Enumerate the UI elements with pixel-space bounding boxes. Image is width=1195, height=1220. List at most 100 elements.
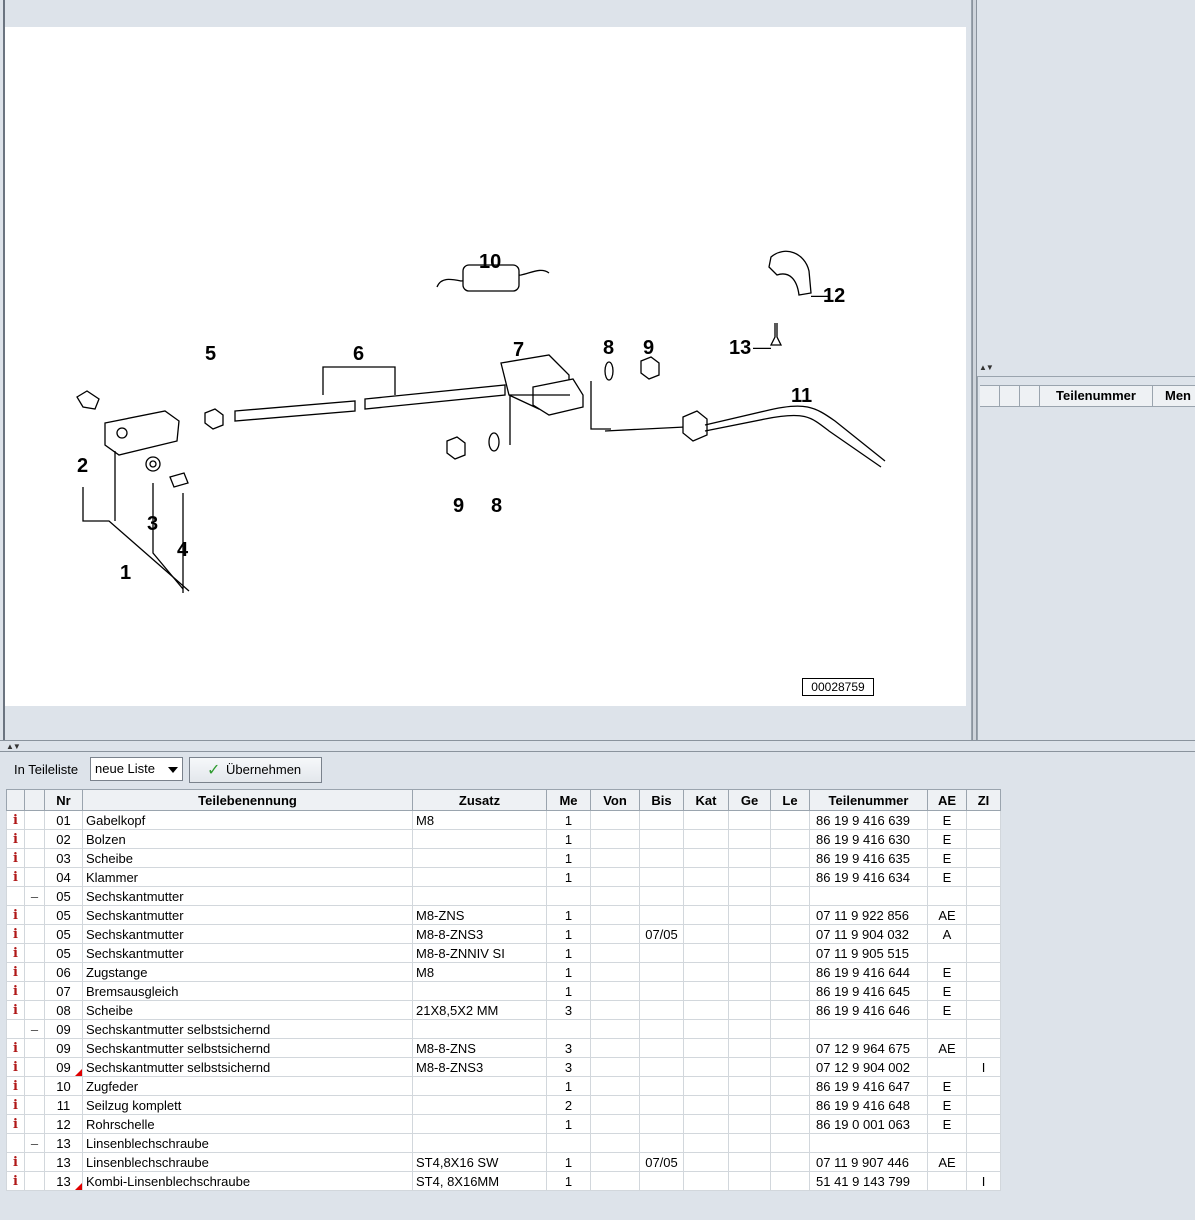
info-icon[interactable]: i [6, 810, 25, 830]
column-header-bis[interactable]: Bis [639, 789, 684, 811]
cell-bis [639, 905, 684, 925]
info-icon[interactable]: i [6, 1057, 25, 1077]
cell-nr: 02 [44, 829, 83, 849]
cell-ge [728, 1114, 771, 1134]
collapse-icon[interactable]: – [24, 886, 45, 906]
callout-10[interactable]: 10 [479, 251, 502, 273]
collapse-icon[interactable]: – [24, 1019, 45, 1039]
cell-kat [683, 1000, 729, 1020]
cell-name: Linsenblechschraube [82, 1152, 413, 1172]
cell-kat [683, 1133, 729, 1153]
column-header-zi[interactable]: ZI [966, 789, 1001, 811]
callout-9[interactable]: 9 [453, 495, 465, 517]
column-header-ge[interactable]: Ge [728, 789, 771, 811]
splitter-arrows-icon[interactable]: ▲▼ [979, 363, 994, 372]
info-icon[interactable]: i [6, 1095, 25, 1115]
expander-cell [24, 962, 45, 982]
column-header-blank-1[interactable] [24, 789, 45, 811]
column-header-teilenummer[interactable]: Teilenummer [809, 789, 928, 811]
column-header-nr[interactable]: Nr [44, 789, 83, 811]
info-icon[interactable]: i [6, 848, 25, 868]
collapse-icon[interactable]: – [24, 1133, 45, 1153]
right-splitter[interactable]: ▲▼ [977, 362, 1195, 376]
info-icon[interactable]: i [6, 905, 25, 925]
callout-9[interactable]: 9 [643, 337, 655, 359]
callout-5[interactable]: 5 [205, 343, 217, 365]
callout-8[interactable]: 8 [491, 495, 503, 517]
callout-12[interactable]: 12 [823, 285, 846, 307]
column-header-teilebenennung[interactable]: Teilebenennung [82, 789, 413, 811]
column-header-ae[interactable]: AE [927, 789, 967, 811]
shopping-col-teilenummer[interactable]: Teilenummer [1040, 386, 1153, 406]
info-icon[interactable]: i [6, 829, 25, 849]
cell-ae: E [927, 1000, 967, 1020]
cell-zi [966, 1019, 1001, 1039]
info-icon[interactable]: i [6, 1114, 25, 1134]
callout-7[interactable]: 7 [513, 339, 525, 361]
shopping-col-0[interactable] [980, 386, 1000, 406]
info-icon[interactable]: i [6, 1076, 25, 1096]
horizontal-splitter[interactable]: ▲▼ [0, 740, 1195, 752]
shopping-col-1[interactable] [1000, 386, 1020, 406]
info-icon[interactable]: i [6, 1000, 25, 1020]
cell-zi [966, 1038, 1001, 1058]
info-icon[interactable]: i [6, 1038, 25, 1058]
column-header-le[interactable]: Le [770, 789, 810, 811]
column-header-zusatz[interactable]: Zusatz [412, 789, 547, 811]
callout-2[interactable]: 2 [77, 455, 89, 477]
column-header-kat[interactable]: Kat [683, 789, 729, 811]
info-icon[interactable]: i [6, 1171, 25, 1191]
info-icon[interactable]: i [6, 981, 25, 1001]
callout-8[interactable]: 8 [603, 337, 615, 359]
info-icon[interactable]: i [6, 943, 25, 963]
part-clevis [104, 410, 180, 456]
column-header-blank-0[interactable] [6, 789, 25, 811]
shopping-col-menge[interactable]: Men [1165, 388, 1191, 403]
callout-11[interactable]: 11 [791, 385, 813, 407]
part-nut-5 [204, 408, 224, 430]
info-icon[interactable]: i [6, 1152, 25, 1172]
cell-bis [639, 981, 684, 1001]
cell-bis [639, 1095, 684, 1115]
info-icon[interactable]: i [6, 924, 25, 944]
list-dropdown[interactable]: neue Liste [90, 757, 183, 781]
info-icon[interactable]: i [6, 962, 25, 982]
callout-1[interactable]: 1 [120, 562, 132, 584]
cell-ae: E [927, 810, 967, 830]
column-header-me[interactable]: Me [546, 789, 591, 811]
splitter-arrows-icon[interactable]: ▲▼ [6, 742, 21, 751]
cell-ge [728, 981, 771, 1001]
column-header-von[interactable]: Von [590, 789, 640, 811]
callout-3[interactable]: 3 [147, 513, 159, 535]
apply-button[interactable]: ✓ Übernehmen [189, 757, 322, 783]
cell-zi [966, 1076, 1001, 1096]
info-icon[interactable]: i [6, 867, 25, 887]
vertical-splitter[interactable] [972, 0, 977, 740]
callout-4[interactable]: 4 [177, 539, 189, 561]
cell-ae [927, 1171, 967, 1191]
shopping-col-2[interactable] [1020, 386, 1040, 406]
callout-6[interactable]: 6 [353, 343, 365, 365]
callout-13[interactable]: 13 [729, 337, 752, 359]
